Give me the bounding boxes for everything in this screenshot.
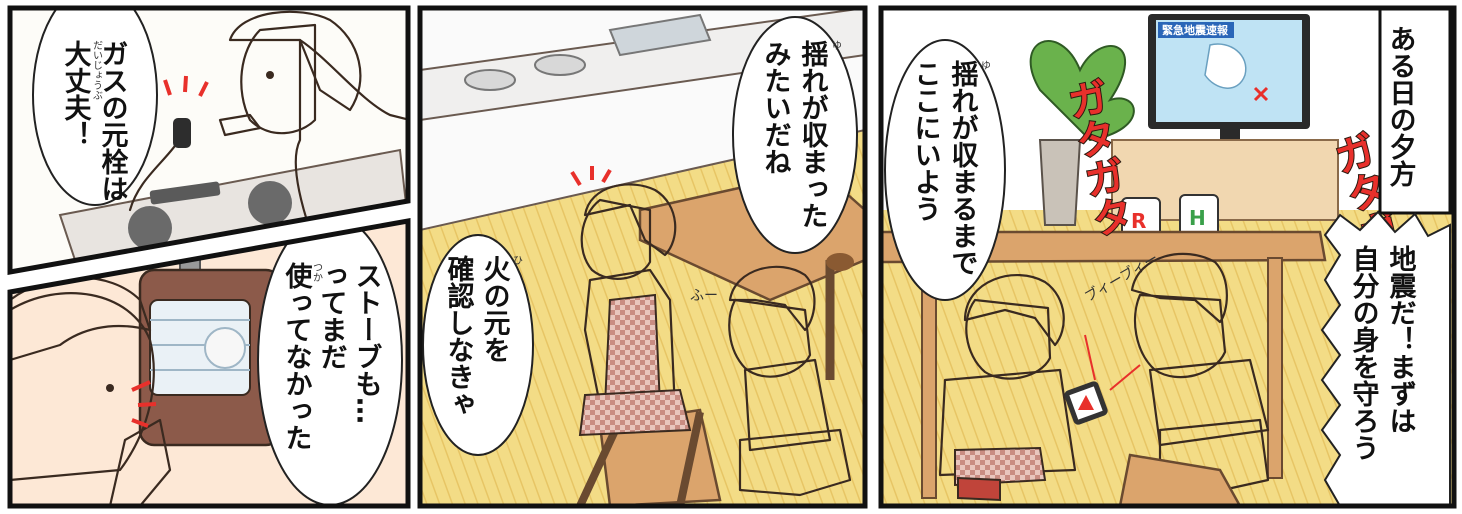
- boy-shirt: [1148, 358, 1270, 447]
- ruby-yu: ゆ: [830, 40, 841, 50]
- alert-banner: [1158, 22, 1234, 38]
- boy-hand: [108, 418, 172, 506]
- boy-eye: [106, 384, 114, 392]
- mother-shoes: [957, 476, 1001, 502]
- alert-marks-icon: [163, 75, 209, 97]
- map-hokkaido: [1204, 43, 1247, 89]
- phone-vibration-lines: [1084, 334, 1141, 391]
- speech-a-line-2: みたいだね: [760, 40, 791, 175]
- television: 緊急地震速報: [1148, 14, 1310, 141]
- speech-line-2: ここにいよう: [910, 60, 941, 222]
- narration-box: [1378, 8, 1452, 215]
- panel-4-frame: [878, 5, 1457, 509]
- boy-shirt: [743, 358, 832, 452]
- speech-text: 揺れが収まるまで ここにいよう ゆ: [910, 60, 990, 276]
- mug-h-label: H: [1189, 206, 1206, 230]
- panel-3: ふー 揺れが収まった みたいだね ゆ 火の元を 確認しなきゃ ひ: [420, 8, 865, 506]
- mother-figure: [578, 183, 692, 437]
- stove-controls: [149, 181, 221, 205]
- speech-line-3: 使ってなかった: [281, 262, 314, 451]
- speech-b-line-1: 火の元を: [479, 255, 511, 363]
- panel-1: ガスの元栓は 大丈夫！ だいじょうぶ: [10, 8, 408, 272]
- mother-figure: [938, 274, 1077, 502]
- speech-line-2: ってまだ: [316, 262, 347, 370]
- table-leg: [1267, 257, 1283, 479]
- panel-4: 緊急地震速報 R H: [881, 8, 1454, 506]
- speech-line-2: 大丈夫！: [60, 40, 92, 148]
- burner: [534, 54, 586, 76]
- ruby-tsuka: つか: [311, 262, 323, 282]
- alert-marks-icon: [131, 380, 157, 428]
- panel-2: ストーブも… ってまだ 使ってなかった つか: [10, 221, 408, 506]
- shout-line-2: 自分の身を守ろう: [1348, 244, 1380, 461]
- speech-bubble-a: [732, 16, 858, 254]
- oil-heater: [138, 239, 282, 447]
- speech-a-line-1: 揺れが収まった: [797, 40, 829, 229]
- sfx-sigh: ふー: [690, 288, 718, 304]
- mother-cardigan: [938, 368, 1077, 477]
- panel-3-frame: [417, 5, 868, 509]
- speech-bubble: [32, 8, 158, 206]
- speech-line-1: ガスの元栓は: [97, 40, 129, 202]
- panel-2-frame: [7, 218, 411, 509]
- potted-plant: [1029, 40, 1135, 226]
- burner-right: [128, 206, 172, 250]
- ruby-daijoubu: だいじょうぶ: [91, 40, 103, 100]
- speech-b-line-2: 確認しなきゃ: [443, 254, 475, 417]
- tv-alert-title: 緊急地震速報: [1162, 23, 1229, 37]
- narration-text: ある日の夕方: [1385, 25, 1417, 188]
- mother-eye: [266, 71, 274, 79]
- spilled-drink: [826, 253, 854, 271]
- epicenter-mark-icon: [1253, 86, 1269, 102]
- fallen-chair: [1118, 453, 1242, 506]
- boy-pants: [738, 428, 852, 497]
- speech-text: ガスの元栓は 大丈夫！ だいじょうぶ: [60, 40, 129, 202]
- speech-text-b: 火の元を 確認しなきゃ ひ: [443, 254, 522, 417]
- smartphone-icon: [1064, 381, 1108, 425]
- burner-left: [248, 181, 292, 225]
- gas-valve-icon: [173, 118, 191, 148]
- shout-bubble: [1320, 210, 1451, 506]
- speech-text: ストーブも… ってまだ 使ってなかった つか: [281, 262, 382, 451]
- mother-dress: [603, 293, 662, 406]
- ruby-yu: ゆ: [979, 60, 990, 70]
- speech-bubble: [884, 39, 1006, 301]
- boy-figure: [728, 265, 852, 497]
- mug-r-label: R: [1131, 209, 1146, 233]
- pointing-hand: [218, 113, 262, 137]
- speech-line-1: ストーブも…: [351, 262, 382, 424]
- sink: [608, 13, 712, 57]
- ruby-hi: ひ: [511, 255, 522, 265]
- mother-figure: [218, 10, 408, 232]
- alert-marks-icon: [570, 166, 612, 187]
- shout-line-1: 地震だ！まずは: [1385, 245, 1417, 434]
- shout-text: 地震だ！まずは 自分の身を守ろう: [1348, 244, 1417, 461]
- speech-text-a: 揺れが収まった みたいだね ゆ: [760, 40, 841, 229]
- speech-bubble-b: [422, 234, 534, 456]
- burner: [464, 69, 516, 91]
- mug-h: H: [1179, 194, 1219, 238]
- speech-line-1: 揺れが収まるまで: [947, 60, 979, 276]
- panel-1-frame: [7, 5, 411, 275]
